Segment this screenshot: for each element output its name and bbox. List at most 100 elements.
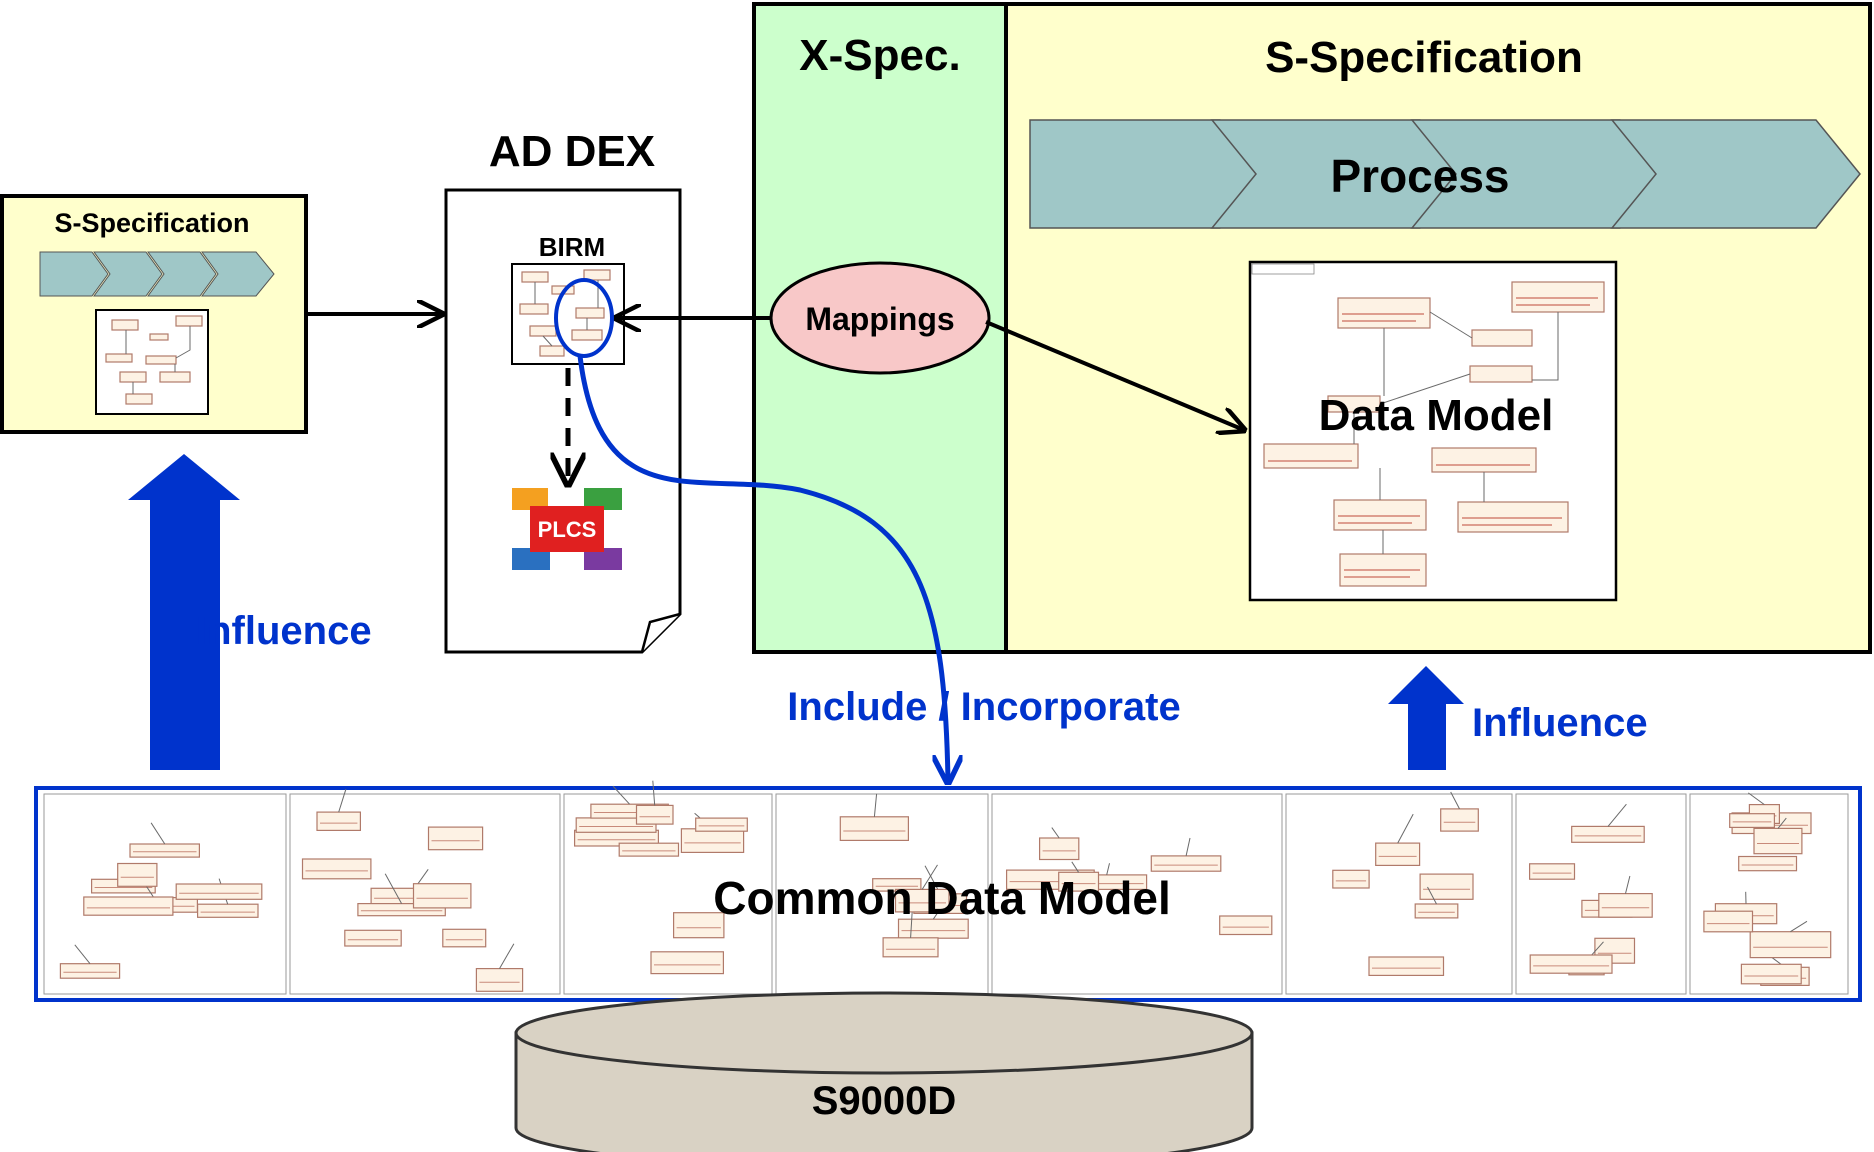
common-model-entity <box>1598 892 1653 918</box>
common-model-entity <box>1368 956 1445 976</box>
plcs-tile-purple <box>584 548 622 570</box>
common-model-entity <box>316 811 362 831</box>
common-model-entity <box>59 963 121 979</box>
small-chevron-4 <box>201 251 275 297</box>
common-model-entity <box>672 912 725 939</box>
common-model-entity <box>695 817 748 832</box>
common-model-entity <box>1375 842 1421 866</box>
common-model-entity <box>1440 808 1479 832</box>
common-model-entity <box>882 937 939 958</box>
common-model-entity <box>650 951 725 975</box>
include-incorporate-label: Include / Incorporate <box>787 685 1180 729</box>
small-chevron-3 <box>147 251 217 297</box>
common-model-panel <box>991 793 1283 995</box>
common-model-entity <box>1414 903 1459 919</box>
common-model-link <box>1748 792 1765 806</box>
common-model-entity <box>129 843 201 858</box>
common-model-entity <box>1738 855 1798 872</box>
common-model-link <box>1397 813 1414 844</box>
common-model-entity <box>1038 837 1080 861</box>
common-model-link <box>499 943 515 969</box>
common-model-entity <box>1749 931 1832 959</box>
small-sspec-box: S-Specification <box>0 194 308 434</box>
common-model-link <box>1450 791 1460 810</box>
common-model-link <box>873 793 878 817</box>
common-model-link <box>74 944 91 965</box>
common-model-entity <box>412 883 472 909</box>
common-model-entity <box>1332 869 1370 889</box>
birm-highlight-circle <box>554 278 614 358</box>
common-model-entity <box>680 828 745 853</box>
common-model-link <box>910 907 913 938</box>
common-model-link <box>652 780 656 806</box>
mappings-node[interactable]: Mappings <box>769 261 991 375</box>
common-model-entity <box>344 929 402 947</box>
plcs-label: PLCS <box>538 517 597 542</box>
common-data-model-label: Common Data Model <box>713 872 1170 924</box>
common-model-link <box>921 864 938 890</box>
s9000d-database: S9000D <box>514 991 1254 1152</box>
common-model-entity <box>175 883 263 900</box>
common-model-entity <box>1219 915 1273 936</box>
common-model-entity <box>1740 963 1802 985</box>
plcs-logo: PLCS <box>512 488 622 570</box>
small-chevron-1 <box>39 251 109 297</box>
plcs-tile-orange <box>512 488 548 510</box>
influence-label-right: Influence <box>1472 701 1648 745</box>
common-model-entity <box>1571 825 1645 843</box>
addex-title: AD DEX <box>489 127 655 176</box>
xspec-title: X-Spec. <box>799 31 960 80</box>
common-model-entity <box>1729 813 1775 829</box>
common-model-link <box>1625 875 1631 894</box>
common-model-entity <box>635 804 674 825</box>
common-model-panels <box>43 780 1849 995</box>
plcs-tile-blue <box>512 548 550 570</box>
common-model-link <box>1790 920 1808 933</box>
common-model-link <box>1777 817 1787 829</box>
common-model-entity <box>83 896 174 916</box>
small-chevron-2 <box>93 251 163 297</box>
common-model-link <box>1607 803 1627 827</box>
common-model-link <box>612 785 630 805</box>
common-model-entity <box>197 903 259 918</box>
common-model-link <box>1051 827 1060 839</box>
common-model-entity <box>1150 855 1222 872</box>
small-sspec-title: S-Specification <box>54 208 249 238</box>
process-chevron-4 <box>1610 119 1861 229</box>
influence-label-left: Influence <box>196 609 372 653</box>
common-model-entity <box>427 826 484 851</box>
plcs-center <box>530 506 604 552</box>
data-model-diagram: Data Model <box>1248 260 1618 602</box>
common-data-model: Common Data Model <box>34 780 1862 1002</box>
common-model-entity <box>618 842 680 857</box>
common-model-entity <box>1529 954 1613 974</box>
data-model-label: Data Model <box>1319 391 1554 440</box>
plcs-tile-green <box>584 488 622 510</box>
common-model-link <box>384 873 403 904</box>
mappings-label: Mappings <box>805 301 954 337</box>
common-model-entity <box>1703 910 1754 933</box>
common-model-link <box>338 789 347 813</box>
small-data-model-thumbnail <box>95 309 209 415</box>
influence-arrow-left <box>128 454 240 770</box>
common-model-entity <box>442 928 487 948</box>
common-model-entity <box>475 967 524 992</box>
addex-document: AD DEX BIRM PLCS <box>444 127 682 654</box>
s9000d-label: S9000D <box>812 1079 957 1123</box>
common-model-link <box>1427 886 1437 905</box>
common-model-link <box>1185 837 1191 857</box>
common-model-entity <box>1419 873 1474 900</box>
common-model-entity <box>839 816 909 841</box>
common-model-entity <box>1753 827 1803 855</box>
common-model-entity <box>1528 863 1576 880</box>
sspec-title: S-Specification <box>1265 33 1583 82</box>
process-chevrons: Process <box>1029 119 1861 229</box>
common-model-link <box>150 822 166 845</box>
common-model-entity <box>117 862 158 887</box>
process-label: Process <box>1330 150 1509 202</box>
common-model-entity <box>301 858 372 880</box>
common-model-link <box>1071 861 1080 873</box>
birm-label: BIRM <box>539 232 605 262</box>
arrow-mappings-to-data-model <box>985 320 1244 430</box>
